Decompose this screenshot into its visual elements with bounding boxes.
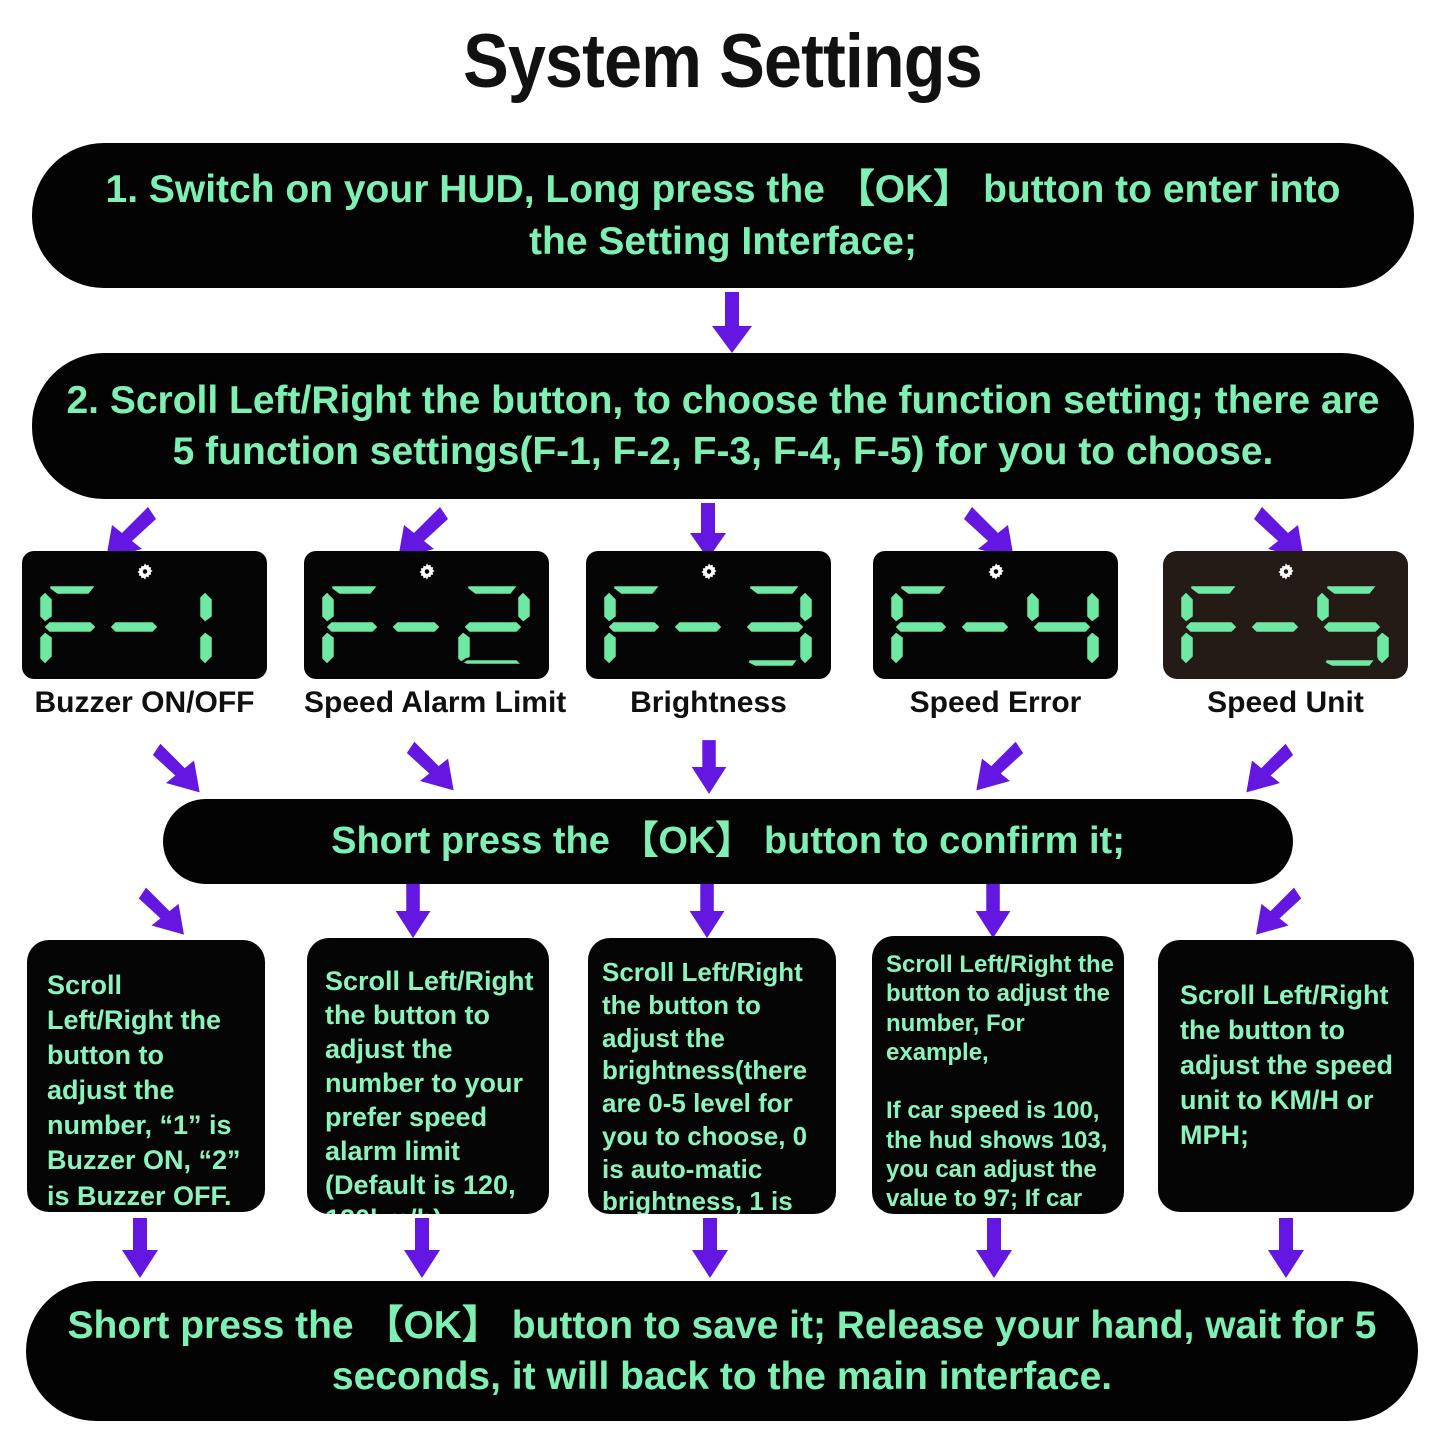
arrow-f5-to-confirm	[1246, 743, 1294, 793]
confirm-text: Short press the 【OK】 button to confirm i…	[331, 820, 1125, 863]
function-cell-f4[interactable]: Speed Error	[873, 551, 1118, 720]
seven-segment-f3	[586, 581, 831, 669]
arrow-f1-to-confirm	[152, 743, 200, 793]
detail-text-f2: Scroll Left/Right the button to adjust t…	[325, 966, 534, 1214]
arrow-f4-to-confirm	[976, 741, 1024, 791]
function-label-f2: Speed Alarm Limit	[304, 686, 567, 719]
gear-icon	[1277, 563, 1294, 580]
gear-icon	[418, 563, 435, 580]
arrow-confirm-to-detail3	[689, 884, 725, 939]
detail-text-f3: Scroll Left/Right the button to adjust t…	[602, 957, 808, 1214]
detail-box-f3: Scroll Left/Right the button to adjust t…	[588, 938, 836, 1214]
hud-screen-f3	[586, 551, 831, 679]
arrow-confirm-to-detail1	[138, 887, 184, 935]
arrow-detail1-to-save	[122, 1218, 158, 1278]
hud-screen-f5	[1163, 551, 1408, 679]
function-cell-f3[interactable]: Brightness	[586, 551, 831, 720]
function-label-f3: Brightness	[630, 686, 787, 719]
step-2-instruction: 2. Scroll Left/Right the button, to choo…	[32, 353, 1414, 499]
arrow-detail4-to-save	[976, 1218, 1012, 1278]
function-label-f4: Speed Error	[909, 686, 1082, 719]
seven-segment-f5	[1163, 581, 1408, 669]
arrow-step2-to-f2	[398, 507, 448, 559]
arrow-step2-to-f5	[1254, 507, 1304, 559]
hud-screen-f2	[304, 551, 549, 679]
page-title: System Settings	[463, 19, 983, 104]
function-label-f1: Buzzer ON/OFF	[34, 686, 255, 719]
hud-screen-f4	[873, 551, 1118, 679]
detail-text-f5: Scroll Left/Right the button to adjust t…	[1180, 980, 1394, 1151]
arrow-step1-to-step2	[712, 292, 752, 353]
step-1-text: 1. Switch on your HUD, Long press the 【O…	[105, 168, 1341, 263]
detail-box-f1: Scroll Left/Right the button to adjust t…	[27, 940, 265, 1212]
arrow-confirm-to-detail2	[395, 884, 431, 939]
gear-icon	[136, 563, 153, 580]
seven-segment-f4	[873, 581, 1118, 669]
step-1-instruction: 1. Switch on your HUD, Long press the 【O…	[32, 143, 1414, 288]
detail-text-f1: Scroll Left/Right the button to adjust t…	[47, 970, 241, 1211]
seven-segment-f2	[304, 581, 549, 669]
step-2-text: 2. Scroll Left/Right the button, to choo…	[66, 378, 1380, 473]
gear-icon	[700, 563, 717, 580]
arrow-step2-to-f1	[106, 507, 156, 559]
gear-icon	[987, 563, 1004, 580]
hud-screen-f1	[22, 551, 267, 679]
arrow-detail5-to-save	[1268, 1218, 1304, 1278]
function-screens-row: Buzzer ON/OFF	[0, 551, 1445, 726]
function-cell-f5[interactable]: Speed Unit	[1163, 551, 1408, 720]
detail-text-f4: Scroll Left/Right the button to adjust t…	[886, 951, 1114, 1213]
arrow-detail2-to-save	[404, 1218, 440, 1278]
seven-segment-f1	[22, 581, 267, 669]
function-label-f5: Speed Unit	[1207, 686, 1364, 719]
arrow-f3-to-confirm	[691, 740, 727, 794]
save-text: Short press the 【OK】 button to save it; …	[67, 1303, 1377, 1398]
detail-box-f5: Scroll Left/Right the button to adjust t…	[1158, 940, 1414, 1212]
function-cell-f2[interactable]: Speed Alarm Limit	[304, 551, 567, 720]
function-cell-f1[interactable]: Buzzer ON/OFF	[22, 551, 267, 720]
arrow-detail3-to-save	[692, 1218, 728, 1278]
arrow-confirm-to-detail5	[1256, 887, 1302, 935]
save-instruction: Short press the 【OK】 button to save it; …	[26, 1281, 1418, 1421]
arrow-confirm-to-detail4	[975, 884, 1011, 939]
detail-box-f4: Scroll Left/Right the button to adjust t…	[872, 936, 1124, 1214]
confirm-instruction: Short press the 【OK】 button to confirm i…	[163, 799, 1293, 884]
arrow-step2-to-f3	[690, 503, 726, 559]
arrow-step2-to-f4	[964, 507, 1014, 559]
detail-box-f2: Scroll Left/Right the button to adjust t…	[307, 938, 549, 1214]
arrow-f2-to-confirm	[406, 741, 454, 791]
